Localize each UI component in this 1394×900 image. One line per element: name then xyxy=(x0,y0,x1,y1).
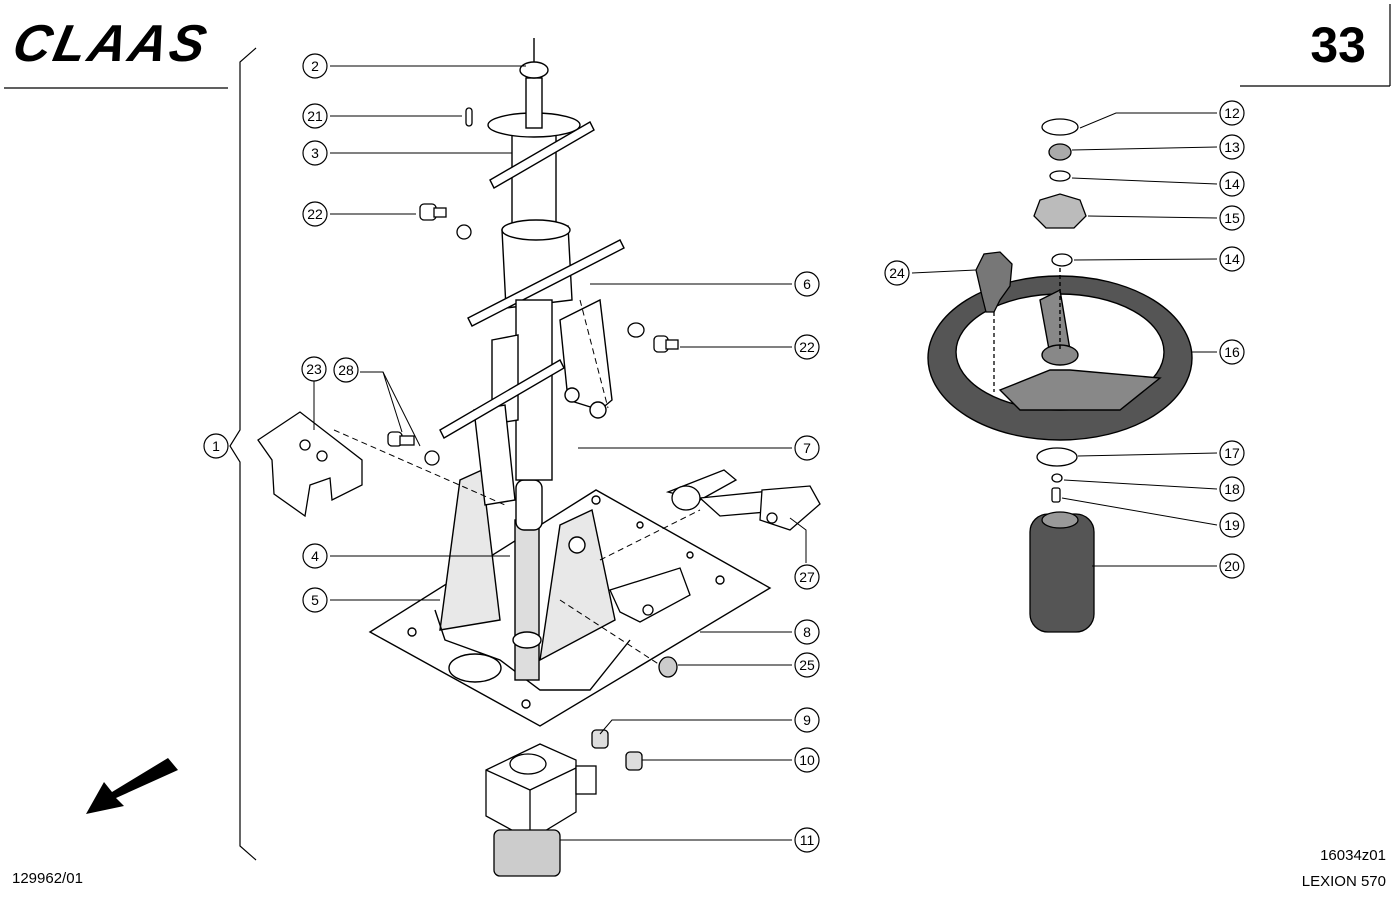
knob-24 xyxy=(975,251,1013,392)
callout-27: 27 xyxy=(799,569,815,585)
washer-18 xyxy=(1051,473,1063,483)
group-bracket xyxy=(229,47,257,861)
callout-22-top: 22 xyxy=(307,206,323,222)
callout-17: 17 xyxy=(1224,445,1240,461)
screw-22-right xyxy=(653,335,679,353)
fitting-10 xyxy=(625,751,643,771)
cap-12 xyxy=(1041,118,1079,136)
steering-unit-11 xyxy=(485,743,597,877)
callout-circles xyxy=(203,53,1245,853)
callout-14-top: 14 xyxy=(1224,176,1240,192)
callout-15: 15 xyxy=(1224,210,1240,226)
callout-10: 10 xyxy=(799,752,815,768)
callout-8: 8 xyxy=(803,624,811,640)
direction-arrow-icon xyxy=(86,758,178,814)
callout-12: 12 xyxy=(1224,105,1240,121)
hub-cover-15 xyxy=(1033,193,1087,229)
callout-28: 28 xyxy=(338,362,354,378)
washer-top xyxy=(456,224,472,240)
callout-23: 23 xyxy=(306,361,322,377)
pin-21 xyxy=(465,107,473,127)
callout-11: 11 xyxy=(800,832,815,848)
screw-22-top xyxy=(419,203,447,221)
callout-14-lower: 14 xyxy=(1224,251,1240,267)
nut-13 xyxy=(1048,143,1072,161)
washer-22 xyxy=(627,322,645,338)
steering-wheel-drawing xyxy=(927,268,1193,441)
bracket-23 xyxy=(257,411,363,518)
callout-25: 25 xyxy=(799,657,815,673)
callout-18: 18 xyxy=(1224,481,1240,497)
washer-17 xyxy=(1036,447,1078,467)
pedal-lower xyxy=(609,567,691,623)
assembly-lines xyxy=(333,299,701,666)
washer-28 xyxy=(424,450,440,466)
callout-19: 19 xyxy=(1224,517,1240,533)
washer-14-top xyxy=(1049,170,1071,182)
callout-20: 20 xyxy=(1224,558,1240,574)
leader-lines xyxy=(313,65,1218,841)
callout-4: 4 xyxy=(311,548,319,564)
washer-14-lower xyxy=(1051,253,1073,267)
callout-21: 21 xyxy=(307,108,323,124)
callout-9: 9 xyxy=(803,712,811,728)
machine-model: LEXION 570 xyxy=(1301,873,1386,890)
screw-19 xyxy=(1051,487,1061,503)
callout-13: 13 xyxy=(1224,139,1240,155)
screw-28 xyxy=(387,431,415,447)
boot-20 xyxy=(1029,511,1095,633)
callout-7: 7 xyxy=(803,440,811,456)
callout-1: 1 xyxy=(212,438,220,454)
callout-3: 3 xyxy=(311,145,319,161)
steering-column-drawing xyxy=(368,38,772,727)
callout-5: 5 xyxy=(311,592,319,608)
callout-22-right: 22 xyxy=(799,339,815,355)
pedal-27 xyxy=(665,469,821,531)
page-number: 33 xyxy=(1310,17,1366,73)
callout-6: 6 xyxy=(803,276,811,292)
callout-24: 24 xyxy=(889,265,905,281)
callout-16: 16 xyxy=(1224,344,1240,360)
fitting-9 xyxy=(591,729,609,749)
document-number: 129962/01 xyxy=(12,870,83,887)
nut-25 xyxy=(658,656,678,678)
callout-2: 2 xyxy=(311,58,319,74)
figure-code: 16034z01 xyxy=(1320,847,1386,864)
